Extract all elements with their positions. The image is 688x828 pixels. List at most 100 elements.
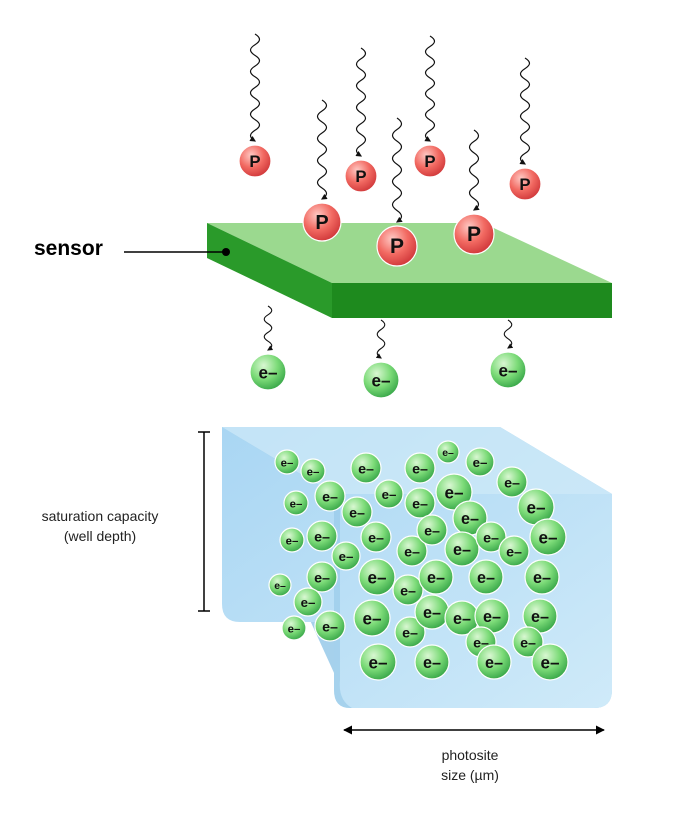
photon-symbol: P — [467, 223, 481, 246]
electron: e– — [300, 458, 326, 484]
electron-symbol: e– — [453, 610, 471, 628]
electron-symbol: e– — [538, 528, 557, 547]
photon-wave — [519, 57, 531, 165]
electron-symbol: e– — [368, 530, 384, 546]
photon-symbol: P — [249, 152, 260, 171]
photon-waves — [249, 33, 531, 223]
photon-symbol: P — [315, 212, 328, 234]
photon-wave — [468, 129, 480, 211]
electron: e– — [392, 574, 424, 606]
electron: e– — [416, 514, 448, 546]
electron-wave — [263, 305, 274, 351]
electron-symbol: e– — [444, 483, 463, 502]
photon-symbol: P — [519, 175, 530, 194]
electron-symbol: e– — [314, 529, 330, 545]
electron-symbol: e– — [540, 653, 559, 672]
electron-waves — [263, 305, 514, 359]
electron: e– — [476, 644, 512, 680]
electron-symbol: e– — [367, 568, 386, 587]
electron: e– — [279, 527, 305, 553]
electron: e– — [468, 559, 504, 595]
sensor-pointer-dot — [222, 248, 230, 256]
photon: P — [453, 213, 495, 255]
electron-symbol: e– — [404, 544, 420, 560]
capacity-label-line1: saturation capacity — [41, 508, 159, 524]
electron-symbol: e– — [424, 523, 440, 539]
electron: e– — [444, 600, 480, 636]
photon-wave — [391, 117, 403, 223]
electron-symbol: e– — [423, 604, 441, 622]
photon-symbol: P — [424, 152, 435, 171]
electron: e– — [496, 466, 528, 498]
photon-wave — [424, 35, 436, 142]
electron-symbol: e– — [483, 608, 501, 626]
electron-symbol: e– — [322, 619, 338, 635]
electron: e– — [396, 535, 428, 567]
electron: e– — [414, 644, 450, 680]
sensor-front-face — [332, 283, 612, 318]
electron: e– — [374, 479, 404, 509]
electron: e– — [522, 598, 558, 634]
electron-symbol: e– — [339, 549, 354, 564]
electron: e– — [404, 487, 436, 519]
electron-symbol: e– — [358, 461, 374, 477]
sensor-label: sensor — [34, 237, 103, 260]
sensor-left-face — [207, 223, 332, 318]
electron-symbol: e– — [453, 541, 471, 559]
photon-symbol: P — [355, 167, 366, 186]
electron-symbol: e– — [371, 371, 390, 390]
electron: e– — [359, 643, 397, 681]
electron-symbol: e– — [504, 475, 520, 491]
electron-symbol: e– — [442, 448, 454, 459]
electron: e– — [360, 521, 392, 553]
electron: e– — [353, 599, 391, 637]
electron-symbol: e– — [533, 569, 551, 587]
photon: P — [344, 159, 378, 193]
electron-symbol: e– — [461, 510, 479, 528]
electron: e– — [474, 598, 510, 634]
electron: e– — [283, 490, 309, 516]
photons: P P P P P P P — [238, 144, 542, 267]
electron-symbol: e– — [485, 654, 503, 672]
electron-symbol: e– — [349, 505, 365, 521]
electron: e– — [498, 535, 530, 567]
electron-symbol: e– — [274, 581, 286, 592]
electron: e– — [358, 558, 396, 596]
electron: e– — [341, 496, 373, 528]
electron: e– — [306, 520, 338, 552]
electron-symbol: e– — [290, 498, 303, 510]
electron-symbol: e– — [301, 595, 316, 610]
electron-symbol: e– — [477, 569, 495, 587]
electron: e– — [444, 531, 480, 567]
electron-symbol: e– — [281, 457, 294, 469]
electron: e– — [394, 616, 426, 648]
electron: e– — [436, 440, 460, 464]
electron: e– — [249, 353, 287, 391]
electron-symbol: e– — [412, 461, 428, 477]
electron-symbol: e– — [412, 496, 428, 512]
electron-symbol: e– — [498, 361, 517, 380]
electron: e– — [404, 452, 436, 484]
electron-symbol: e– — [286, 535, 299, 547]
electron-symbol: e– — [520, 635, 536, 651]
size-label-line2: size (µm) — [441, 767, 499, 783]
capacity-bracket — [198, 431, 210, 612]
electron: e– — [465, 447, 495, 477]
well-inner-wall — [222, 427, 352, 708]
electron: e– — [435, 473, 473, 511]
electron: e– — [524, 559, 560, 595]
photon: P — [376, 225, 418, 267]
well-electrons: e–e–e–e–e–e–e–e–e–e–e–e–e–e–e–e–e–e–e–e–… — [268, 440, 569, 681]
electron: e– — [274, 449, 300, 475]
electron: e– — [512, 626, 544, 658]
electron: e– — [293, 587, 323, 617]
electron-wave — [375, 319, 386, 359]
electron: e– — [350, 452, 382, 484]
electron-wave — [503, 319, 514, 349]
electron-symbol: e– — [473, 455, 488, 470]
electron: e– — [362, 361, 400, 399]
photon: P — [413, 144, 447, 178]
electron: e– — [306, 561, 338, 593]
emitted-electrons: e– e– e– — [249, 351, 527, 399]
